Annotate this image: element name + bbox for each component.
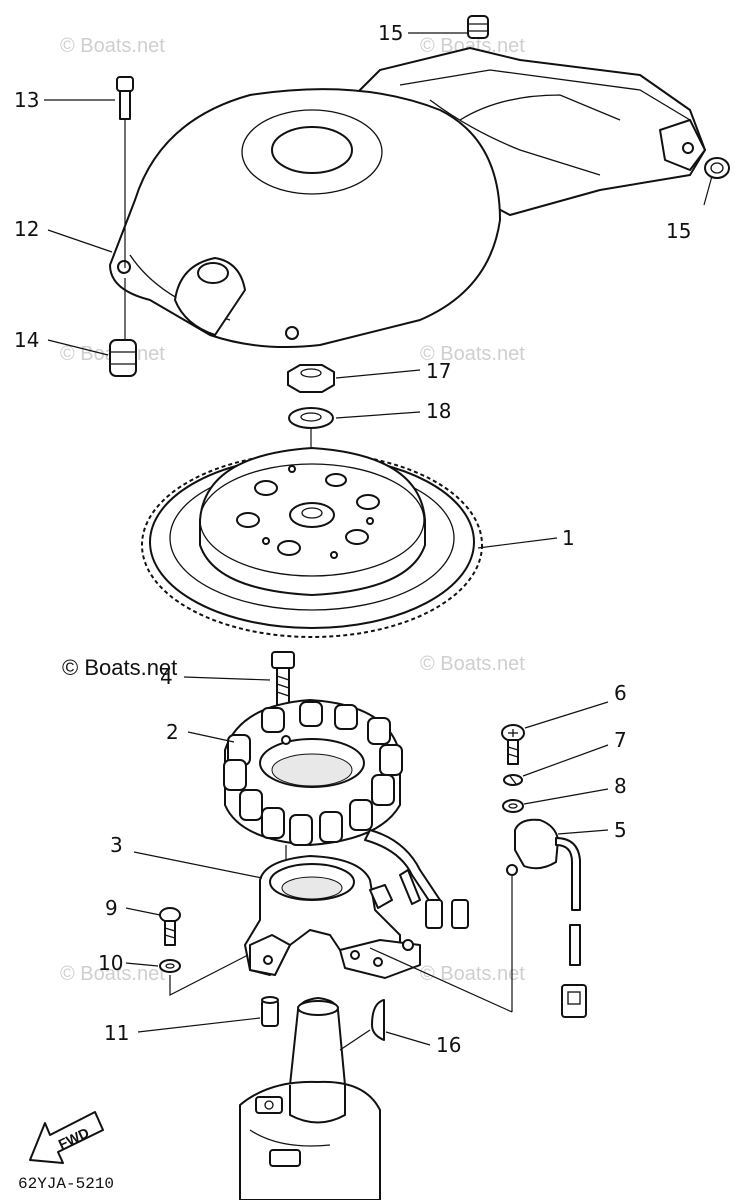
callout-7: 7 bbox=[614, 728, 627, 752]
forward-direction-arrow: FWD bbox=[29, 1111, 104, 1164]
stator-assembly bbox=[223, 699, 469, 929]
flywheel-cover bbox=[109, 47, 706, 349]
nut-17 bbox=[287, 364, 335, 393]
callout-18: 18 bbox=[426, 399, 451, 423]
flywheel-rotor bbox=[141, 447, 483, 638]
washer-18 bbox=[288, 407, 334, 429]
watermark: © Boats.net bbox=[60, 35, 165, 57]
callout-4: 4 bbox=[160, 665, 173, 689]
callout-12: 12 bbox=[14, 217, 39, 241]
callout-15-right: 15 bbox=[666, 219, 691, 243]
woodruff-key-16 bbox=[371, 999, 385, 1041]
callout-5: 5 bbox=[614, 818, 627, 842]
callout-3: 3 bbox=[110, 833, 123, 857]
callout-14: 14 bbox=[14, 328, 39, 352]
callout-13: 13 bbox=[14, 88, 39, 112]
figure-code: 62YJA-5210 bbox=[18, 1175, 114, 1193]
callout-11: 11 bbox=[104, 1021, 129, 1045]
bolt-13 bbox=[116, 76, 134, 268]
grommet-15-top bbox=[467, 15, 489, 39]
callout-15-top: 15 bbox=[378, 21, 403, 45]
washer-10 bbox=[159, 954, 249, 996]
callout-8: 8 bbox=[614, 774, 627, 798]
dowel-pin-11 bbox=[261, 996, 279, 1027]
callout-6: 6 bbox=[614, 681, 627, 705]
callout-1: 1 bbox=[562, 526, 575, 550]
watermark: © Boats.net bbox=[420, 963, 525, 985]
callout-17: 17 bbox=[426, 359, 451, 383]
grommet-14 bbox=[109, 278, 137, 377]
stator-base-bracket bbox=[244, 855, 421, 979]
watermark: © Boats.net bbox=[60, 963, 165, 985]
watermark-copyright: © Boats.net bbox=[62, 655, 177, 680]
watermark: © Boats.net bbox=[420, 35, 525, 57]
callout-16: 16 bbox=[436, 1033, 461, 1057]
pulser-coil bbox=[369, 818, 587, 1018]
callout-leaders bbox=[44, 32, 713, 1051]
bolt-9 bbox=[159, 907, 181, 946]
watermark: © Boats.net bbox=[420, 653, 525, 675]
washer-8 bbox=[502, 799, 524, 813]
grommet-15-right bbox=[704, 157, 730, 179]
callout-2: 2 bbox=[166, 720, 179, 744]
callout-labels: 15 15 13 12 14 17 18 1 4 2 3 9 10 11 16 … bbox=[14, 21, 691, 1057]
bolt-4 bbox=[271, 651, 295, 738]
lock-washer-7 bbox=[503, 774, 523, 786]
screw-6 bbox=[501, 724, 525, 765]
crankshaft-end bbox=[239, 997, 381, 1200]
watermark: © Boats.net bbox=[420, 343, 525, 365]
callout-9: 9 bbox=[105, 896, 118, 920]
callout-10: 10 bbox=[98, 951, 123, 975]
